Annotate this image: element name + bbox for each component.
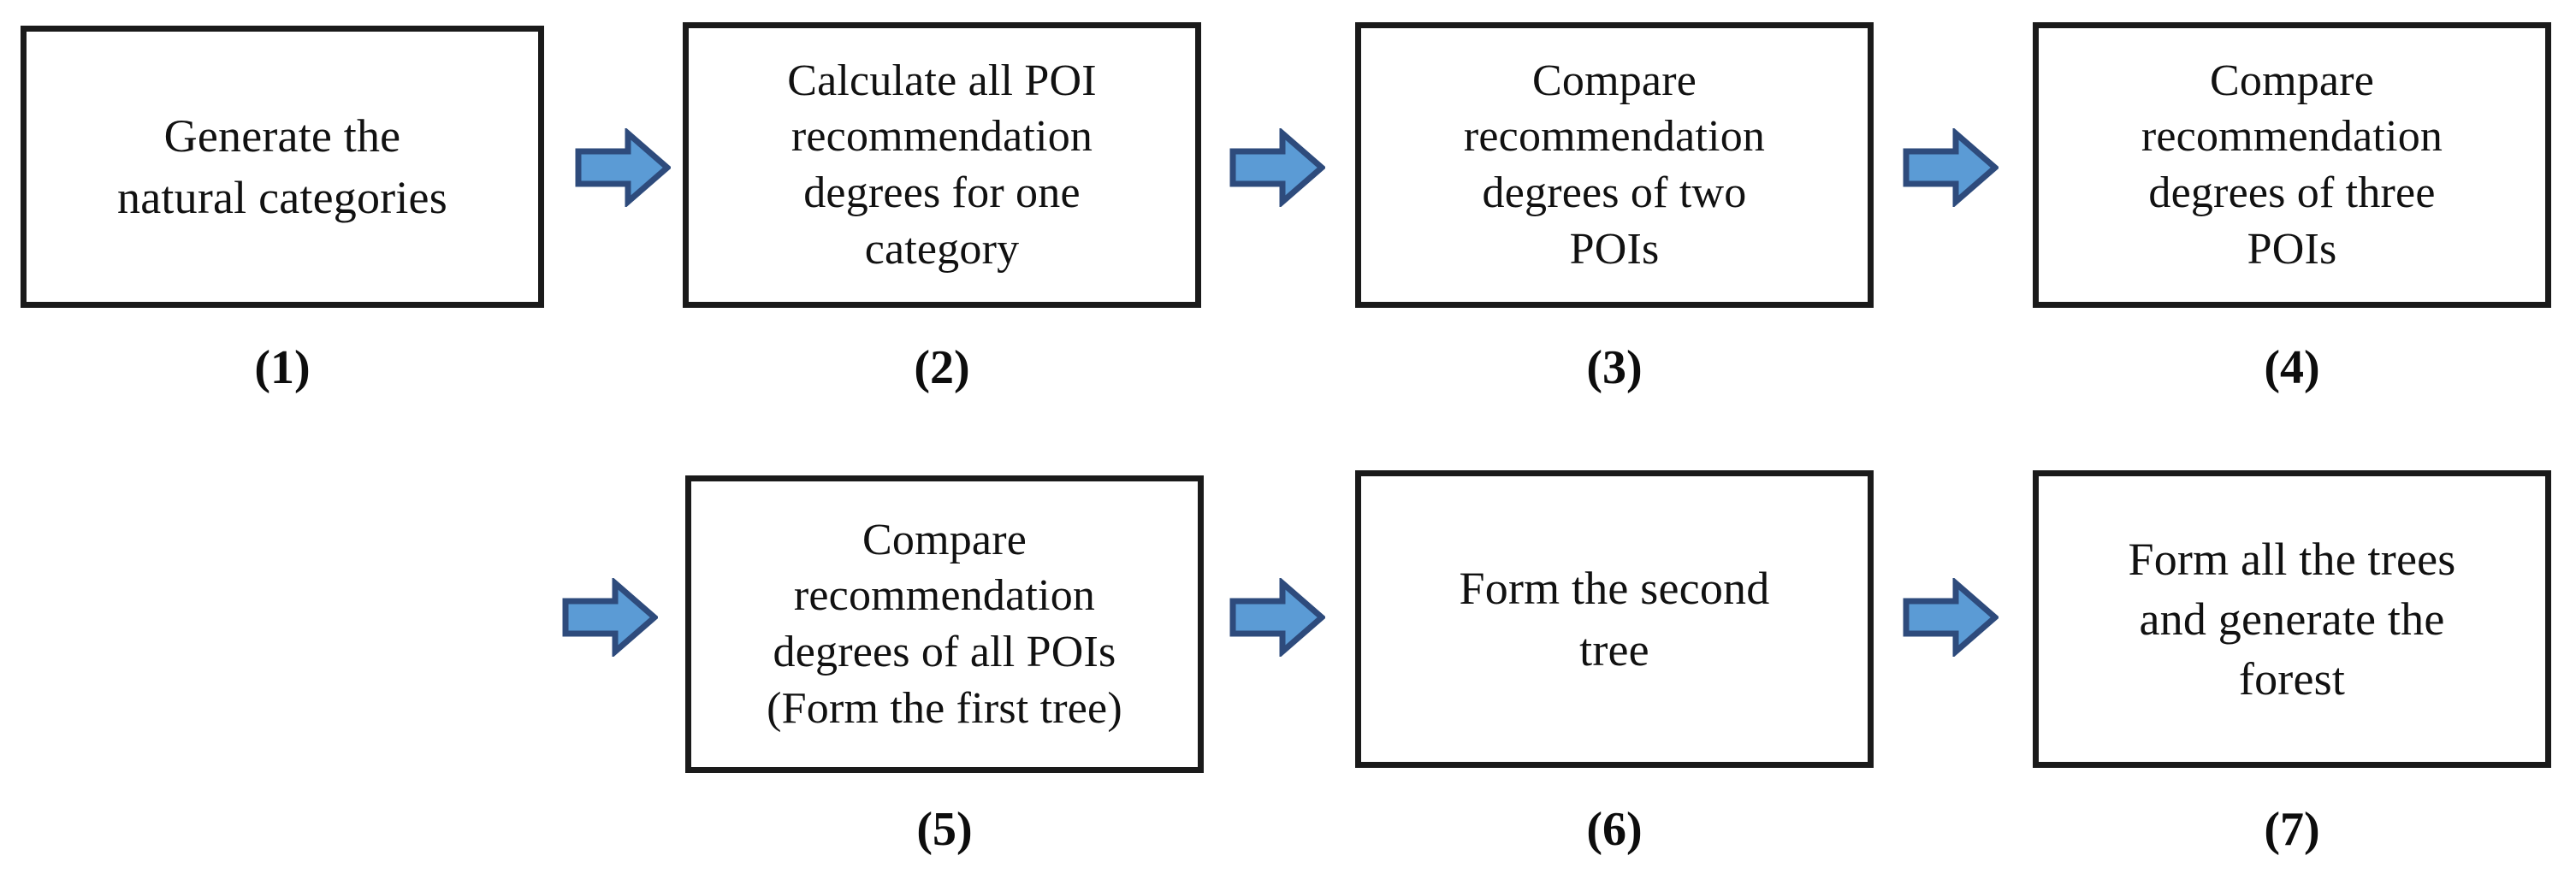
step-number-3: (3): [1586, 341, 1643, 394]
step-number-4: (4): [2264, 341, 2320, 394]
step-number-6: (6): [1586, 803, 1643, 856]
arrow-step3-to-step4-icon: [1903, 127, 2000, 209]
step-number-5: (5): [916, 803, 973, 856]
arrow-step5-to-step6-icon: [1229, 576, 1327, 658]
step-number-1: (1): [254, 341, 311, 394]
process-box-3-text: Compare recommendation degrees of two PO…: [1463, 56, 1766, 274]
process-box-5-text: Compare recommendation degrees of all PO…: [767, 515, 1122, 733]
process-box-7-text: Form all the trees and generate the fore…: [2128, 533, 2456, 705]
process-box-4[interactable]: Compare recommendation degrees of three …: [2033, 22, 2551, 308]
process-box-6[interactable]: Form the second tree: [1355, 470, 1874, 768]
process-box-5[interactable]: Compare recommendation degrees of all PO…: [685, 475, 1204, 773]
arrow-step2-to-step3-icon: [1229, 127, 1327, 209]
process-box-3[interactable]: Compare recommendation degrees of two PO…: [1355, 22, 1874, 308]
process-box-1[interactable]: Generate the natural categories: [21, 26, 544, 308]
process-box-2-text: Calculate all POI recommendation degrees…: [787, 56, 1097, 274]
process-box-1-text: Generate the natural categories: [117, 109, 447, 223]
step-number-2: (2): [914, 341, 970, 394]
process-box-7[interactable]: Form all the trees and generate the fore…: [2033, 470, 2551, 768]
step-number-7: (7): [2264, 803, 2320, 856]
process-box-6-text: Form the second tree: [1459, 562, 1770, 676]
arrow-step1-to-step2-icon: [575, 127, 672, 209]
arrow-step4-to-step5-icon: [562, 576, 660, 658]
process-box-4-text: Compare recommendation degrees of three …: [2141, 56, 2443, 274]
process-box-2[interactable]: Calculate all POI recommendation degrees…: [683, 22, 1201, 308]
arrow-step6-to-step7-icon: [1903, 576, 2000, 658]
